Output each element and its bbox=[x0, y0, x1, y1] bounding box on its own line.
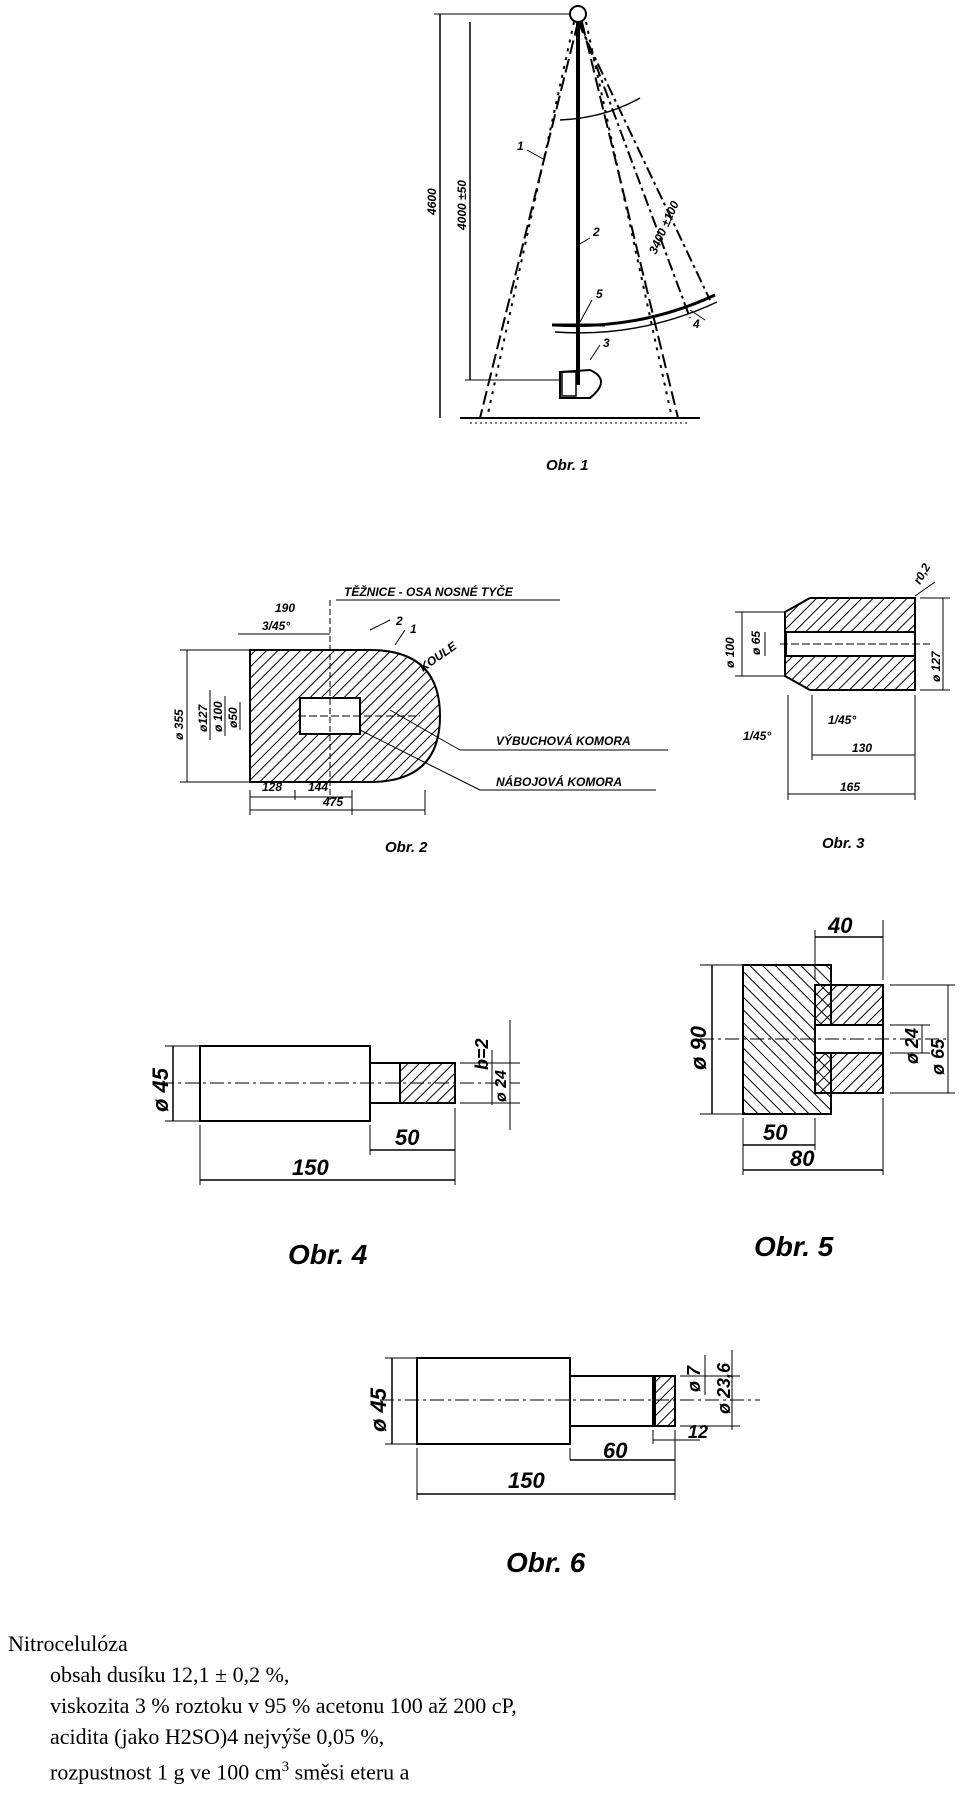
figure-5-drawing bbox=[700, 920, 955, 1175]
fig2-dim-d100: ø 100 bbox=[211, 701, 225, 732]
fig3-dim-165: 165 bbox=[840, 780, 860, 794]
nitrocellulose-spec-text: Nitrocelulóza obsah dusíku 12,1 ± 0,2 %,… bbox=[8, 1628, 948, 1787]
fig1-part-3: 3 bbox=[603, 336, 610, 350]
fig2-dim-d355: ø 355 bbox=[172, 709, 186, 740]
fig2-dim-190: 190 bbox=[275, 601, 295, 615]
fig4-dim-50: 50 bbox=[395, 1125, 420, 1150]
figure-5-labels: 40 ø 90 50 80 ø 24 ø 65 bbox=[686, 913, 948, 1171]
fig2-dim-475: 475 bbox=[322, 795, 343, 809]
fig2-label-ball: KOULE bbox=[417, 638, 460, 674]
fig1-dim-4000: 4000 ±50 bbox=[455, 180, 469, 231]
fig5-dim-d90: ø 90 bbox=[686, 1025, 711, 1070]
fig3-dim-chamfer-left: 1/45° bbox=[743, 729, 771, 743]
figure-2-section bbox=[180, 599, 668, 815]
fig2-dim-128: 128 bbox=[262, 780, 282, 794]
spec-nitrogen-content: obsah dusíku 12,1 ± 0,2 %, bbox=[50, 1662, 290, 1687]
figure-3-labels: ø 100 ø 65 1/45° 1/45° 130 165 ø 127 r0,… bbox=[723, 561, 943, 794]
spec-acidity: acidita (jako H2SO)4 nejvýše 0,05 %, bbox=[50, 1724, 385, 1749]
fig6-dim-12: 12 bbox=[688, 1422, 708, 1442]
fig3-dim-r02: r0,2 bbox=[910, 561, 933, 587]
fig2-dim-144: 144 bbox=[308, 780, 328, 794]
fig3-dim-d65: ø 65 bbox=[749, 631, 763, 655]
spec-viscosity: viskozita 3 % roztoku v 95 % acetonu 100… bbox=[50, 1693, 517, 1718]
figure-4-labels: ø 45 50 150 b=2 ø 24 bbox=[148, 1038, 510, 1180]
fig2-label-explosion-chamber: VÝBUCHOVÁ KOMORA bbox=[496, 733, 631, 748]
fig4-dim-d24: ø 24 bbox=[493, 1070, 510, 1102]
fig2-part-1: 1 bbox=[410, 622, 417, 636]
figure-1-pendulum bbox=[434, 5, 718, 424]
figure-6-drawing bbox=[380, 1350, 760, 1500]
figure-1-dimension-labels: 4600 4000 ±50 3400 ±100 1 2 3 4 5 bbox=[425, 139, 700, 350]
fig2-caption: Obr. 2 bbox=[385, 839, 428, 856]
spec-solubility: rozpustnost 1 g ve 100 cm3 směsi eteru a bbox=[8, 1752, 948, 1787]
fig1-part-1: 1 bbox=[517, 139, 524, 153]
fig4-dim-b2: b=2 bbox=[472, 1038, 492, 1070]
fig3-caption: Obr. 3 bbox=[822, 835, 865, 852]
fig1-part-4: 4 bbox=[692, 317, 700, 331]
fig3-dim-d100: ø 100 bbox=[723, 637, 737, 668]
fig5-dim-50: 50 bbox=[763, 1120, 788, 1145]
fig3-dim-130: 130 bbox=[852, 741, 872, 755]
fig5-dim-40: 40 bbox=[827, 913, 853, 938]
fig6-caption: Obr. 6 bbox=[506, 1547, 586, 1578]
spec-solubility-pre: rozpustnost 1 g ve 100 cm bbox=[50, 1759, 282, 1785]
fig5-dim-80: 80 bbox=[790, 1146, 815, 1171]
figure-4-drawing bbox=[160, 1020, 520, 1185]
fig3-dim-chamfer-right: 1/45° bbox=[828, 713, 856, 727]
fig2-part-2: 2 bbox=[395, 614, 403, 628]
spec-solubility-sup: 3 bbox=[281, 1759, 290, 1775]
fig6-dim-150: 150 bbox=[508, 1468, 545, 1493]
fig1-dim-4600: 4600 bbox=[425, 188, 439, 216]
fig6-dim-d236: ø 23,6 bbox=[714, 1362, 734, 1414]
fig3-dim-d127: ø 127 bbox=[929, 650, 943, 682]
fig2-label-plumb-line: TĚŽNICE - OSA NOSNÉ TYČE bbox=[344, 584, 514, 599]
fig1-part-5: 5 bbox=[596, 287, 603, 301]
fig5-dim-d24: ø 24 bbox=[902, 1028, 922, 1064]
fig4-caption: Obr. 4 bbox=[288, 1239, 368, 1270]
figure-3-section bbox=[735, 581, 950, 800]
fig6-dim-60: 60 bbox=[603, 1438, 628, 1463]
fig2-label-charge-chamber: NÁBOJOVÁ KOMORA bbox=[496, 774, 622, 789]
fig1-part-2: 2 bbox=[592, 225, 600, 239]
spec-title: Nitrocelulóza bbox=[8, 1631, 128, 1656]
fig6-dim-d45: ø 45 bbox=[366, 1387, 391, 1432]
figure-6-labels: ø 45 ø 7 ø 23,6 60 12 150 bbox=[366, 1362, 734, 1493]
fig2-dim-d50: ø50 bbox=[226, 707, 240, 728]
fig4-dim-150: 150 bbox=[292, 1155, 329, 1180]
fig4-dim-d45: ø 45 bbox=[148, 1067, 173, 1112]
fig2-dim-d127: ø127 bbox=[196, 703, 210, 732]
fig6-dim-d7: ø 7 bbox=[684, 1365, 704, 1392]
fig5-caption: Obr. 5 bbox=[754, 1231, 834, 1262]
fig2-dim-chamfer: 3/45° bbox=[262, 619, 290, 633]
spec-solubility-post: směsi eteru a bbox=[289, 1759, 410, 1785]
fig5-dim-d65: ø 65 bbox=[928, 1038, 948, 1075]
fig1-caption: Obr. 1 bbox=[546, 457, 589, 474]
